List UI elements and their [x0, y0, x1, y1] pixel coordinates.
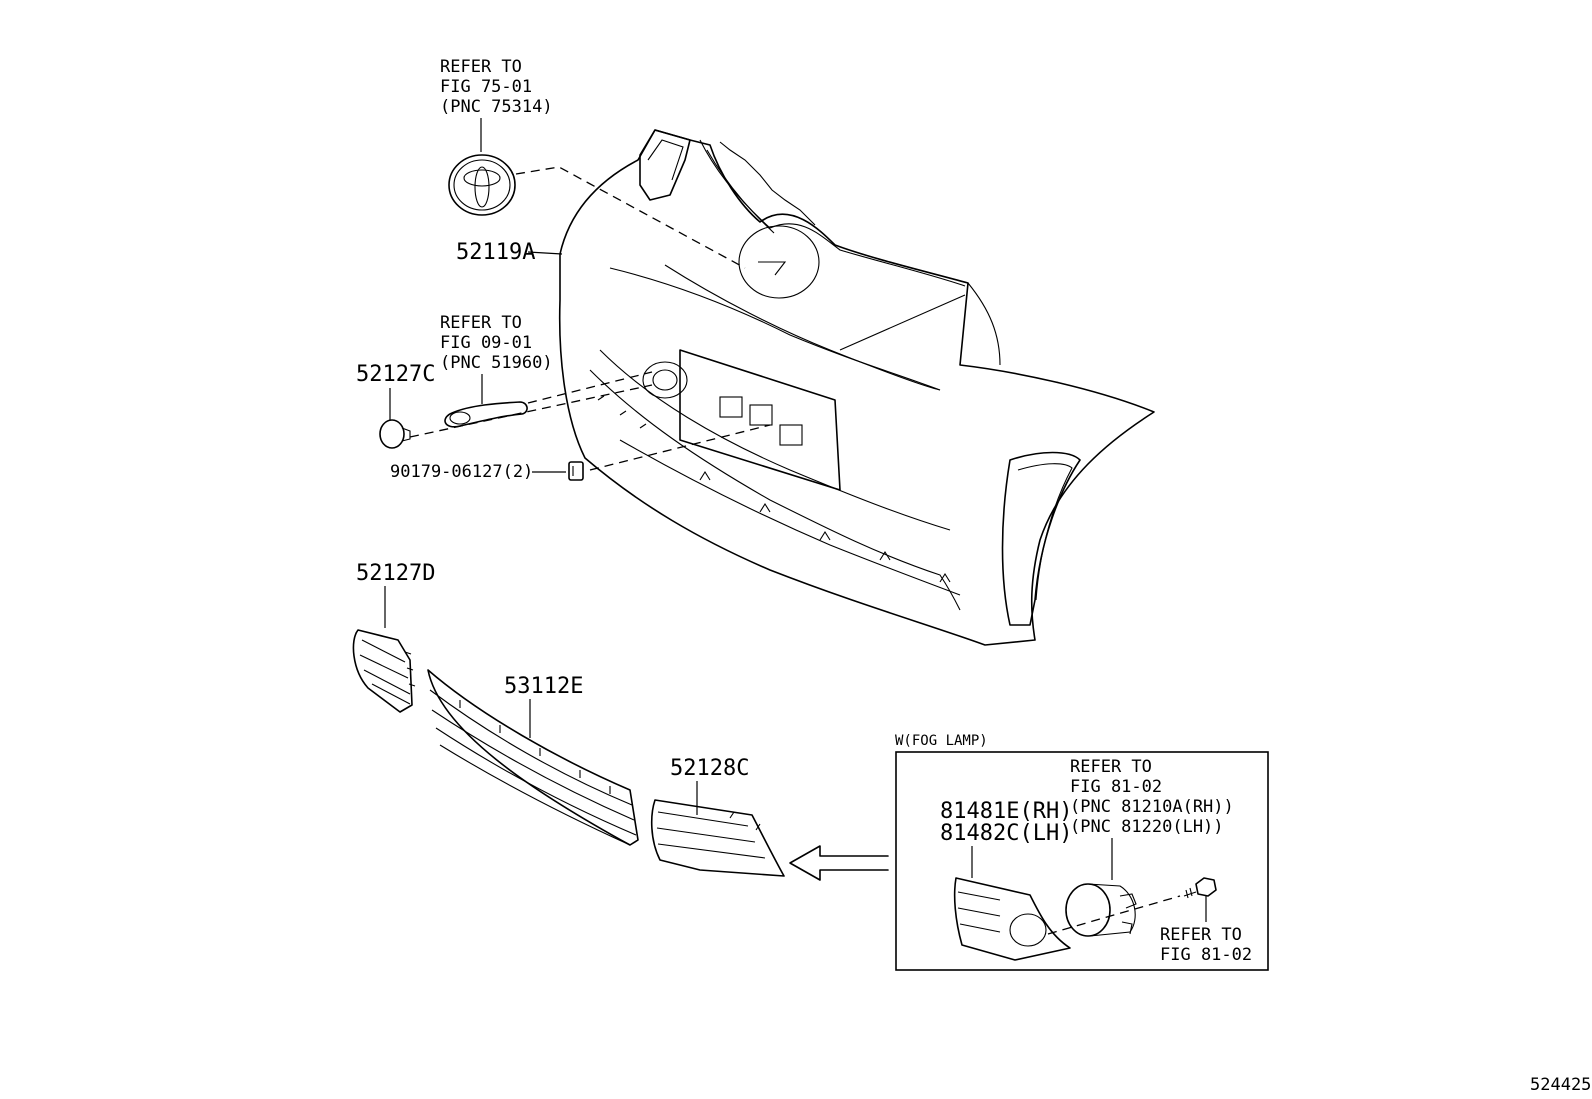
emblem-reference: REFER TO FIG 75-01 (PNC 75314) [440, 57, 553, 117]
fog-lamp-ref-line-4: (PNC 81220(LH)) [1070, 817, 1224, 837]
part-number-fog-cover-lh: 81482C(LH) [940, 821, 1072, 846]
diagram-id: 524425 [1530, 1075, 1591, 1095]
tow-hook-icon [444, 401, 528, 428]
emblem-guide-line [515, 166, 746, 269]
fog-lamp-ref-line-3: (PNC 81210A(RH)) [1070, 797, 1234, 817]
screw-ref-line-2: FIG 81-02 [1160, 945, 1252, 965]
grille-side-lh-icon [352, 629, 416, 713]
emblem-ref-line-3: (PNC 75314) [440, 97, 553, 117]
tow-hook-ref-line-3: (PNC 51960) [440, 353, 553, 373]
tow-hook-cover-icon [379, 419, 411, 449]
part-number-tow-hook-cover: 52127C [356, 362, 435, 387]
clip-guide-line [589, 424, 771, 471]
part-number-lower-grille: 53112E [504, 674, 583, 699]
emblem-ref-line-1: REFER TO [440, 57, 522, 77]
bumper-leader-line [527, 251, 563, 255]
emblem-ref-line-2: FIG 75-01 [440, 77, 532, 97]
fog-lamp-icon [1065, 883, 1137, 937]
part-number-fog-cover-rh: 81481E(RH) [940, 799, 1072, 824]
clip-icon [568, 461, 584, 481]
tow-hook-reference: REFER TO FIG 09-01 (PNC 51960) [440, 313, 553, 373]
grille-side-rh-icon [650, 799, 785, 877]
part-number-grille-side-lh: 52127D [356, 561, 435, 586]
fog-lamp-variant-box: W(FOG LAMP) REFER TO FIG 81-02 (PNC 8121… [895, 733, 1269, 971]
fog-lamp-cover-icon [953, 877, 1071, 961]
fog-lamp-variant-arrow-icon [789, 845, 889, 881]
lower-grille-icon [427, 669, 639, 846]
screw-ref-line-1: REFER TO [1160, 925, 1242, 945]
tow-hook-guide-line [409, 384, 653, 438]
emblem-icon [448, 154, 516, 216]
tow-hook-ref-line-2: FIG 09-01 [440, 333, 532, 353]
fog-lamp-ref-line-1: REFER TO [1070, 757, 1152, 777]
bumper-cover-drawing [558, 129, 1155, 646]
fog-lamp-ref-line-2: FIG 81-02 [1070, 777, 1162, 797]
tow-hook-ref-line-1: REFER TO [440, 313, 522, 333]
part-number-grille-side-rh: 52128C [670, 756, 749, 781]
tow-hook-guide-line-2 [527, 371, 653, 404]
screw-icon [1183, 877, 1217, 899]
fog-lamp-box-title: W(FOG LAMP) [895, 733, 988, 749]
part-number-clip: 90179-06127(2) [390, 462, 533, 482]
fog-lamp-guide-line [1047, 895, 1181, 935]
part-number-bumper-cover: 52119A [456, 240, 535, 265]
